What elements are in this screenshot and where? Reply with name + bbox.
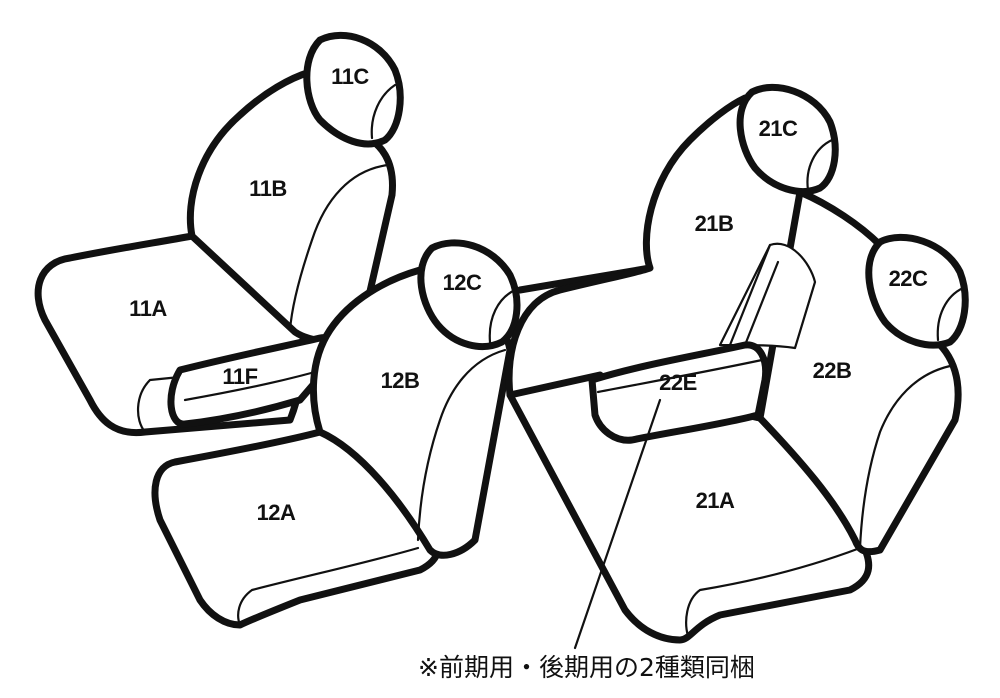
- seat-12: [151, 239, 521, 629]
- label-21a: 21A: [696, 488, 735, 513]
- part-11f-armrest-top: [183, 368, 324, 402]
- part-12c-headrest: [417, 239, 521, 350]
- label-12b: 12B: [381, 368, 420, 393]
- label-22c: 22C: [889, 266, 928, 291]
- part-12a-cushion: [151, 428, 443, 629]
- label-11b: 11B: [249, 176, 287, 201]
- center-pass-through-inner: [728, 243, 780, 347]
- label-22b: 22B: [813, 358, 852, 383]
- part-22c-headrest: [865, 233, 969, 349]
- label-22e: 22E: [659, 370, 697, 395]
- part-21c-headrest-side: [806, 138, 834, 192]
- part-22e-armrest-top: [596, 358, 764, 394]
- part-21c-headrest: [736, 83, 839, 195]
- label-11f: 11F: [222, 364, 257, 389]
- footnote-text: ※前期用・後期用の2種類同梱: [418, 653, 755, 682]
- note-leader-line: [573, 398, 662, 650]
- part-21a-front-edge: [685, 546, 862, 638]
- part-22b-side-bolster: [858, 363, 957, 550]
- part-12a-front-edge: [237, 546, 420, 627]
- part-12c-headrest-side: [488, 288, 517, 344]
- label-21b: 21B: [695, 211, 734, 236]
- label-12a: 12A: [257, 500, 296, 525]
- part-11c-headrest: [303, 32, 404, 148]
- part-11c-headrest-side: [370, 83, 397, 140]
- rear-bench: [505, 83, 969, 650]
- part-12b-side-bolster: [416, 348, 507, 542]
- part-11b-side-bolster: [288, 163, 390, 332]
- label-11c: 11C: [331, 64, 369, 89]
- label-12c: 12C: [443, 270, 482, 295]
- label-11a: 11A: [129, 296, 167, 321]
- label-21c: 21C: [759, 116, 798, 141]
- part-22c-headrest-side: [936, 286, 965, 342]
